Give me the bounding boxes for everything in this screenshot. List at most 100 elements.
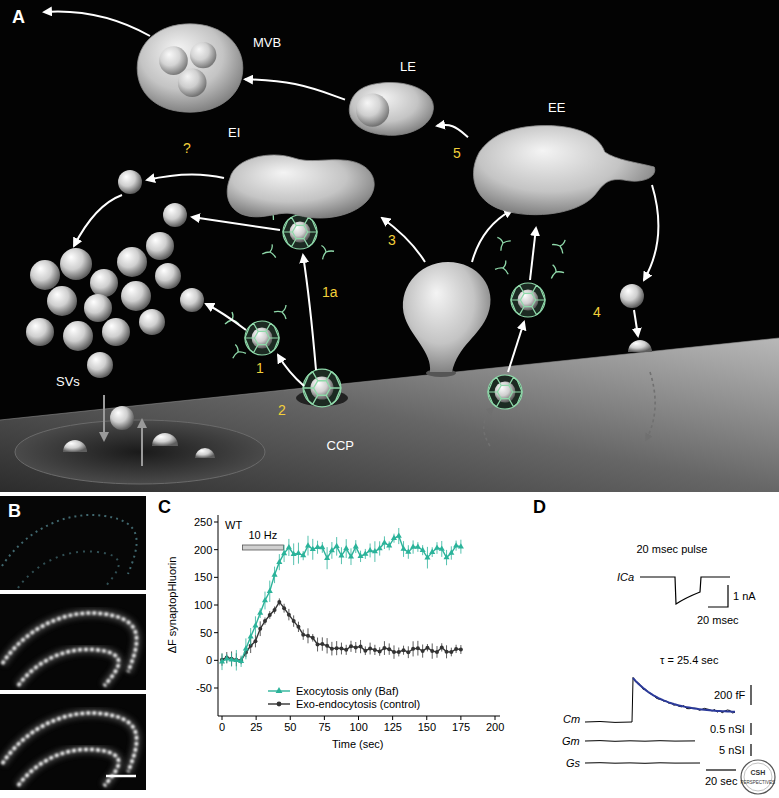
label: SVs (56, 375, 80, 389)
label: WT (225, 519, 242, 531)
illustration-part (146, 232, 174, 260)
gs-trace (585, 762, 700, 764)
label: CCP (327, 439, 354, 453)
illustration-part (316, 241, 334, 259)
data-marker (372, 548, 378, 553)
tick-mark (214, 660, 218, 661)
data-marker (320, 642, 324, 646)
data-marker (224, 655, 230, 660)
label: ICa (617, 571, 634, 583)
tick-mark (214, 577, 218, 578)
illustration-part (546, 262, 564, 279)
data-marker (296, 625, 300, 629)
data-marker (402, 648, 406, 652)
tick-mark (392, 716, 393, 720)
capacitance-trace (585, 677, 735, 722)
illustration-part (744, 763, 772, 791)
data-marker (405, 549, 411, 554)
label: 10 Hz (249, 529, 278, 541)
data-marker (291, 551, 297, 556)
tick-mark (214, 605, 218, 606)
fusing-vesicle (195, 448, 215, 458)
data-marker (454, 647, 458, 651)
tick-mark (214, 632, 218, 633)
intraluminal-vesicle (190, 42, 216, 68)
data-marker (411, 647, 415, 651)
tick-mark (222, 716, 223, 720)
illustration-part (382, 218, 425, 262)
fusing-vesicle (628, 340, 652, 352)
data-marker (229, 656, 235, 661)
data-marker (449, 650, 453, 654)
illustration-part (206, 304, 246, 330)
label: C (158, 498, 171, 518)
data-marker (382, 646, 386, 650)
illustration-part (18, 749, 119, 786)
label: -50 (196, 682, 212, 694)
label: 125 (384, 721, 402, 733)
data-marker (311, 636, 315, 640)
kiss-arrow (141, 420, 143, 466)
label: 250 (194, 516, 212, 528)
illustration-part (274, 302, 292, 319)
intraluminal-vesicle (356, 94, 389, 127)
label: 50 (284, 721, 296, 733)
scale-bar (750, 685, 751, 705)
data-marker (397, 650, 401, 654)
data-marker (276, 559, 282, 564)
legend-text: Exocytosis only (Baf) (296, 685, 399, 697)
illustration-part (2, 613, 137, 672)
illustration-part (63, 321, 93, 351)
data-marker (424, 554, 430, 559)
label: 50 (200, 627, 212, 639)
label: 150 (194, 571, 212, 583)
illustration-part (484, 408, 493, 446)
illustration-part (147, 174, 224, 180)
data-marker (258, 627, 262, 631)
organelle-membrane (349, 82, 433, 135)
illustration-part (620, 284, 644, 308)
illustration-part (644, 185, 658, 280)
data-marker (430, 649, 434, 653)
illustration-part (44, 12, 150, 37)
organelle-membrane (137, 24, 243, 112)
illustration-part (646, 372, 655, 440)
illustration-part (18, 649, 119, 686)
label: 20 sec (705, 775, 737, 787)
scale-bar (750, 744, 751, 756)
label: 0 (206, 654, 212, 666)
label: Time (sec) (332, 738, 384, 750)
axis-line (218, 515, 500, 716)
legend-marker (276, 687, 283, 693)
illustration-part (18, 749, 119, 786)
label: 20 msec (697, 614, 739, 626)
panel-d (585, 577, 751, 770)
illustration-part (492, 232, 510, 250)
data-marker (406, 650, 410, 654)
fusing-vesicle (152, 433, 178, 446)
dashed-arrows (484, 372, 655, 446)
data-marker (377, 545, 383, 550)
label: Gs (566, 757, 580, 769)
data-marker (344, 648, 348, 652)
data-marker (319, 544, 325, 549)
illustration-part (117, 247, 147, 277)
data-marker (425, 646, 429, 650)
illustration-part (30, 260, 60, 290)
label: 1 nA (733, 590, 756, 602)
data-series (219, 528, 464, 671)
legend-item: Exocytosis only (Baf) (266, 685, 399, 697)
scale-bar (708, 585, 728, 607)
data-marker (396, 533, 402, 538)
data-marker (263, 619, 267, 623)
panel-ground (0, 0, 779, 492)
scale-bar (106, 775, 136, 778)
illustration-part (0, 594, 146, 690)
stimulus-bar (242, 545, 283, 550)
data-marker (238, 658, 244, 663)
data-marker (421, 649, 425, 653)
illustration-part (495, 258, 512, 274)
data-marker (272, 571, 278, 576)
data-marker (444, 554, 450, 559)
illustration-part (60, 248, 92, 280)
